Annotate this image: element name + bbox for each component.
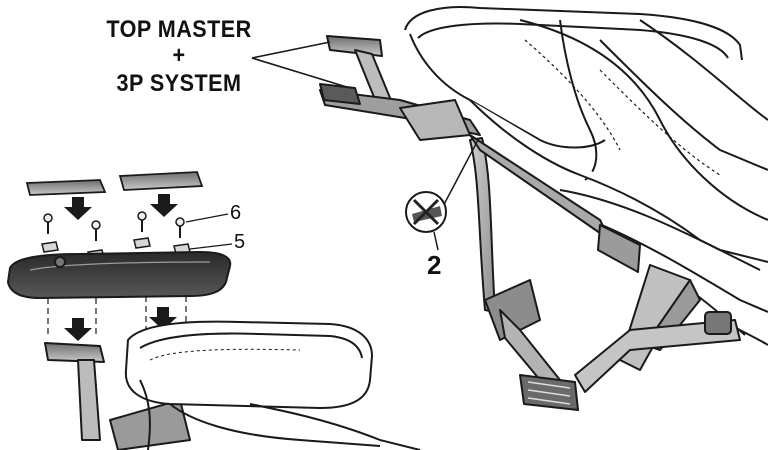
heading-line-2: + xyxy=(172,42,186,69)
motorcycle-tail-left xyxy=(44,320,421,450)
screw-icon xyxy=(43,211,185,241)
motorcycle-tail-right xyxy=(404,6,768,346)
rubber-pad-right xyxy=(118,171,204,191)
down-arrow-icon xyxy=(64,194,178,341)
callout-6: 6 xyxy=(230,202,242,224)
callout-2: 2 xyxy=(427,250,442,280)
part-leader-lines xyxy=(185,213,233,250)
heading-line-3: 3P SYSTEM xyxy=(116,70,242,97)
heading-line-1: TOP MASTER xyxy=(106,16,252,43)
no-tool-icon xyxy=(405,139,479,251)
rubber-pad-left xyxy=(25,179,107,196)
mounting-plate xyxy=(6,250,232,300)
callout-5: 5 xyxy=(234,231,246,253)
rack-frame-right xyxy=(319,35,741,411)
title-leader-lines xyxy=(251,41,351,89)
